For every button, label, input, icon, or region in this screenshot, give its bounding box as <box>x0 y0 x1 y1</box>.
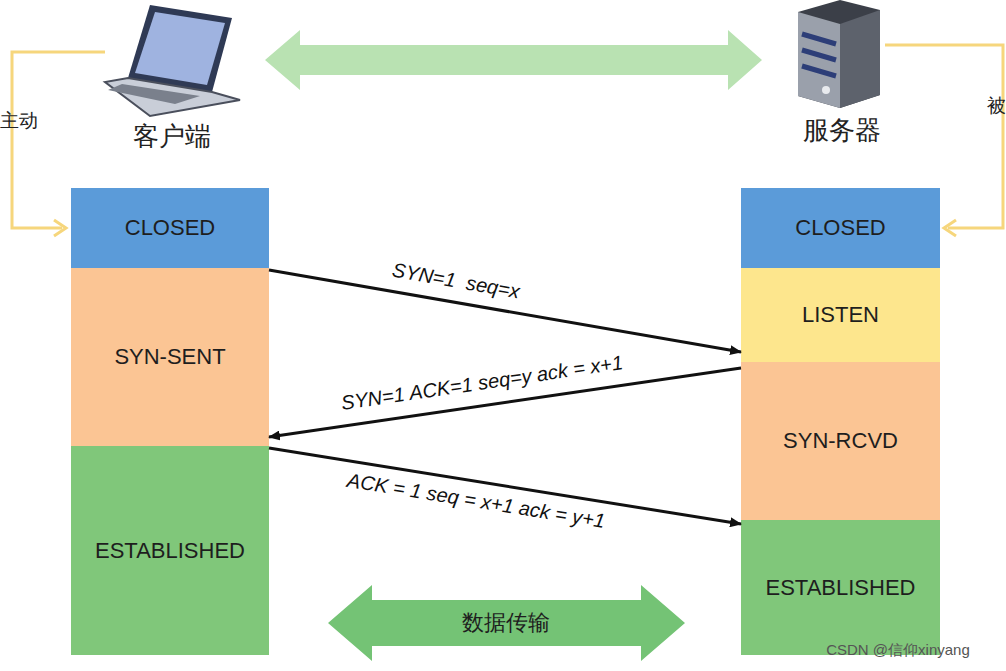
text-label: 主动 <box>0 108 38 134</box>
state-name: CLOSED <box>795 215 885 241</box>
link-arrow <box>265 30 762 90</box>
text-label: 服务器 <box>803 113 881 148</box>
state-name: SYN-SENT <box>114 344 225 370</box>
state-box: SYN-SENT <box>71 268 269 446</box>
state-box: SYN-RCVD <box>741 362 940 520</box>
message-label: SYN=1 seq=x <box>390 259 521 304</box>
passive-bracket-head <box>944 220 956 236</box>
server-icon <box>798 0 880 108</box>
text-label: 数据传输 <box>462 608 550 638</box>
active-bracket-head <box>54 220 66 236</box>
state-name: LISTEN <box>802 302 879 328</box>
text-label: 被 <box>987 93 1006 119</box>
state-name: CLOSED <box>125 215 215 241</box>
state-box: CLOSED <box>71 188 269 268</box>
state-box: ESTABLISHED <box>741 520 940 655</box>
state-box: CLOSED <box>741 188 940 268</box>
transfer-arrow <box>328 585 685 661</box>
message-label: SYN=1 ACK=1 seq=y ack = x+1 <box>340 351 625 415</box>
text-label: 客户端 <box>133 119 211 154</box>
state-box: ESTABLISHED <box>71 446 269 655</box>
laptop-icon <box>105 5 240 116</box>
state-name: SYN-RCVD <box>783 428 898 454</box>
text-label: CSDN @信仰xinyang <box>826 641 970 660</box>
state-name: ESTABLISHED <box>766 575 916 601</box>
state-name: ESTABLISHED <box>95 538 245 564</box>
message-label: ACK = 1 seq = x+1 ack = y+1 <box>345 469 606 533</box>
state-box: LISTEN <box>741 268 940 362</box>
